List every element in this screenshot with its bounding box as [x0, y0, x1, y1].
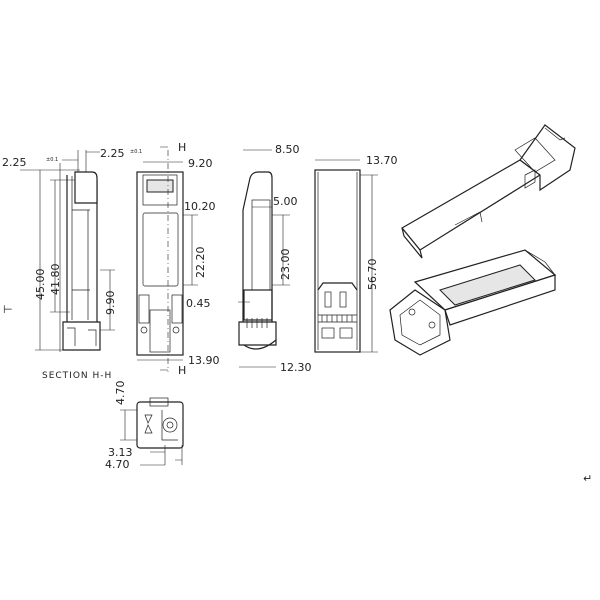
dim-front-13.90: 13.90	[188, 354, 220, 367]
section-label: SECTION H-H	[42, 371, 112, 381]
dim-side-2.25-left: 2.25	[2, 156, 27, 169]
dim-top-56.70: 56.70	[366, 259, 379, 291]
dim-front-22.20: 22.20	[194, 247, 207, 279]
dim-side-9.90: 9.90	[104, 291, 117, 316]
top-view	[314, 159, 378, 353]
return-mark: ↵	[583, 472, 592, 485]
dim-side2-23.00: 23.00	[279, 249, 292, 281]
dim-front-10.20: 10.20	[184, 200, 216, 213]
section-h-h-view	[120, 397, 184, 466]
dim-front-0.45: 0.45	[186, 297, 211, 310]
dim-side-45.00: 45.00	[34, 269, 47, 301]
dim-top-13.70: 13.70	[366, 154, 398, 167]
side-section-view	[20, 150, 115, 352]
section-mark-h-bottom: H	[178, 364, 186, 377]
isometric-view-top	[401, 124, 576, 259]
side-view-2	[238, 149, 290, 368]
dim-section-width-4.70: 4.70	[105, 458, 130, 471]
tolerance: ±0.1	[130, 149, 142, 155]
dim-front-9.20: 9.20	[188, 157, 213, 170]
left-mark: ⊢	[3, 303, 13, 316]
tolerance: ±0.1	[46, 157, 58, 163]
dim-section-height-4.70: 4.70	[114, 381, 127, 406]
dim-side2-5.00: 5.00	[273, 195, 298, 208]
isometric-view-bottom	[389, 249, 557, 356]
dim-side2-12.30: 12.30	[280, 361, 312, 374]
dim-side-2.25-top: 2.25	[100, 147, 125, 160]
dim-side2-8.50: 8.50	[275, 143, 300, 156]
front-view	[136, 146, 198, 372]
section-mark-h-top: H	[178, 141, 186, 154]
dim-side-41.80: 41.80	[49, 264, 62, 296]
dim-section-3.13: 3.13	[108, 446, 133, 459]
